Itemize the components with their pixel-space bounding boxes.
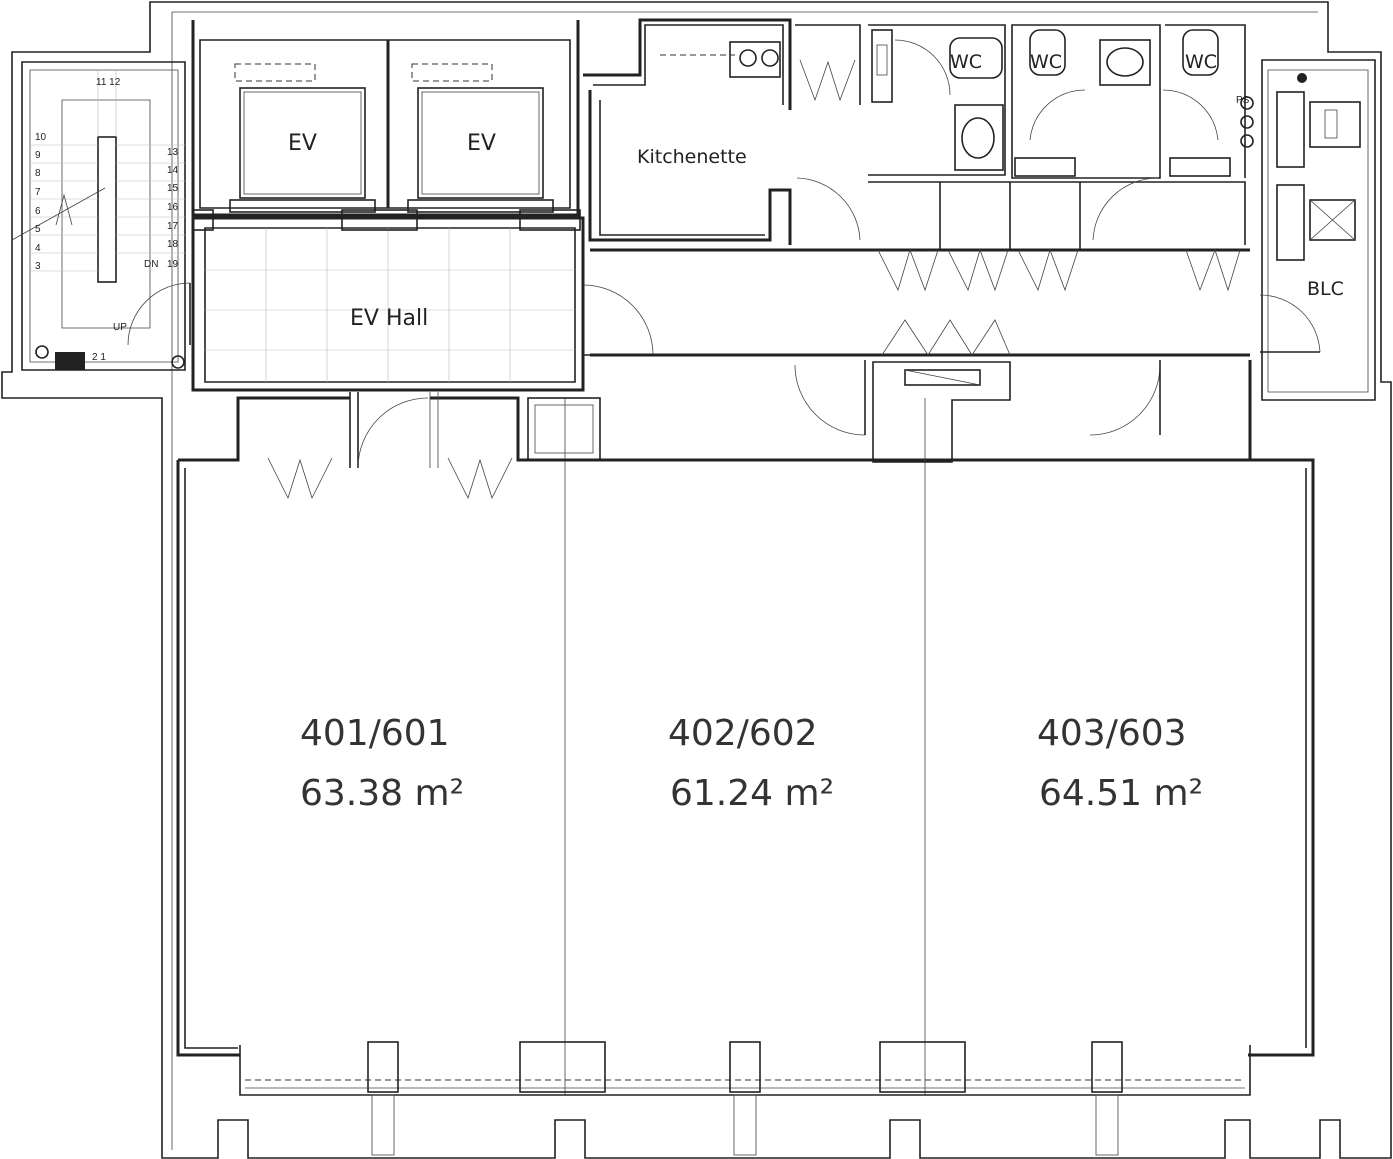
- unit-401-area: 63.38 m²: [300, 773, 464, 814]
- blc: BLC: [1259, 59, 1376, 401]
- wc-1-label: WC: [950, 51, 982, 73]
- stair-step-16: 16: [167, 202, 179, 213]
- stair-step-18: 18: [167, 239, 179, 250]
- wc-2-label: WC: [1030, 51, 1062, 73]
- ev-hall-label: EV Hall: [350, 306, 428, 331]
- ev-left-label: EV: [288, 131, 317, 156]
- stair-up-label: UP: [113, 322, 127, 333]
- stairwell: 11 12 10 9 8 7 6 5 4 3 13 14 15 16 17 18…: [11, 61, 191, 371]
- closets: [237, 392, 601, 500]
- stair-step-15: 15: [167, 183, 179, 194]
- kitchenette: Kitchenette: [583, 18, 792, 245]
- stair-step-6: 6: [35, 206, 41, 217]
- stair-dn-label: DN: [144, 259, 158, 270]
- stair-step-19: 19: [167, 259, 179, 270]
- stair-step-5: 5: [35, 224, 41, 235]
- stair-steps-bottom: 2 1: [92, 352, 106, 363]
- stair-step-8: 8: [35, 168, 41, 179]
- stair-step-4: 4: [35, 243, 41, 254]
- elevator-shafts: EV EV: [191, 20, 580, 217]
- unit-401-name: 401/601: [300, 713, 450, 754]
- ps-label: PS: [1236, 95, 1250, 106]
- stair-step-10: 10: [35, 132, 47, 143]
- stair-step-14: 14: [167, 165, 179, 176]
- ev-hall: EV Hall: [191, 209, 654, 392]
- stair-step-9: 9: [35, 150, 41, 161]
- stair-step-3: 3: [35, 261, 41, 272]
- wc-3-label: WC: [1185, 51, 1217, 73]
- unit-402-name: 402/602: [668, 713, 818, 754]
- service-rooms: WC WC WC PS: [795, 24, 1254, 179]
- stair-steps-top: 11 12: [96, 77, 121, 88]
- stair-step-7: 7: [35, 187, 41, 198]
- unit-403-name: 403/603: [1037, 713, 1187, 754]
- stair-step-17: 17: [167, 221, 179, 232]
- office-area: [176, 360, 1315, 1156]
- ev-right-label: EV: [467, 131, 496, 156]
- unit-403-area: 64.51 m²: [1039, 773, 1203, 814]
- stair-step-13: 13: [167, 147, 179, 158]
- corridor: [590, 177, 1250, 463]
- kitchenette-label: Kitchenette: [637, 146, 747, 168]
- unit-402-area: 61.24 m²: [670, 773, 834, 814]
- unit-labels: 401/601 63.38 m² 402/602 61.24 m² 403/60…: [300, 713, 1203, 814]
- blc-label: BLC: [1307, 278, 1344, 300]
